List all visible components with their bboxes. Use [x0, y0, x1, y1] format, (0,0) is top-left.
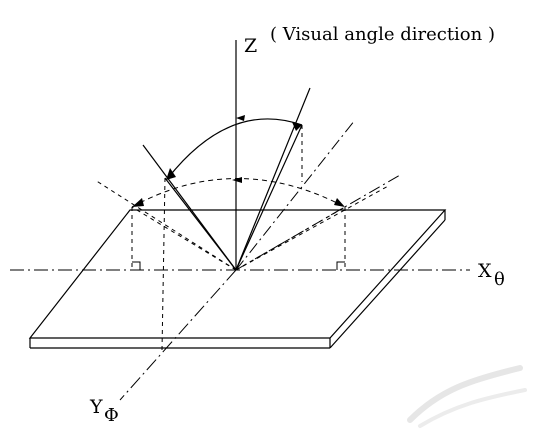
viewing-rays [142, 87, 311, 271]
right-angle-marks [132, 261, 345, 270]
panel-thickness [29, 210, 446, 349]
z-axis-label: Z [244, 35, 257, 57]
phi-arc-arrow-mid [236, 115, 245, 121]
theta-arc-arrow-left [132, 198, 144, 207]
phi-angle-arc [167, 118, 303, 179]
x-axis-label: X [478, 260, 492, 282]
diagonal-reference-lines [235, 119, 401, 271]
projection-dashed-lines [94, 179, 391, 271]
theta-angle-arc [131, 178, 346, 208]
y-axis-label: Y [89, 396, 103, 418]
drop-lines [131, 125, 346, 351]
y-phi-symbol: Φ [104, 405, 119, 426]
phi-arc-arrow-left [166, 168, 176, 180]
x-theta-symbol: θ [494, 269, 505, 290]
theta-arc-arrow-right [334, 198, 345, 207]
phi-arc-arrow-right [292, 122, 302, 131]
panel-top-face [28, 209, 447, 339]
visual-angle-note: ( Visual angle direction ) [270, 24, 495, 45]
watermark-mark [407, 365, 527, 428]
theta-arc-arrow-mid [232, 177, 242, 183]
y-axis-line [119, 269, 237, 401]
